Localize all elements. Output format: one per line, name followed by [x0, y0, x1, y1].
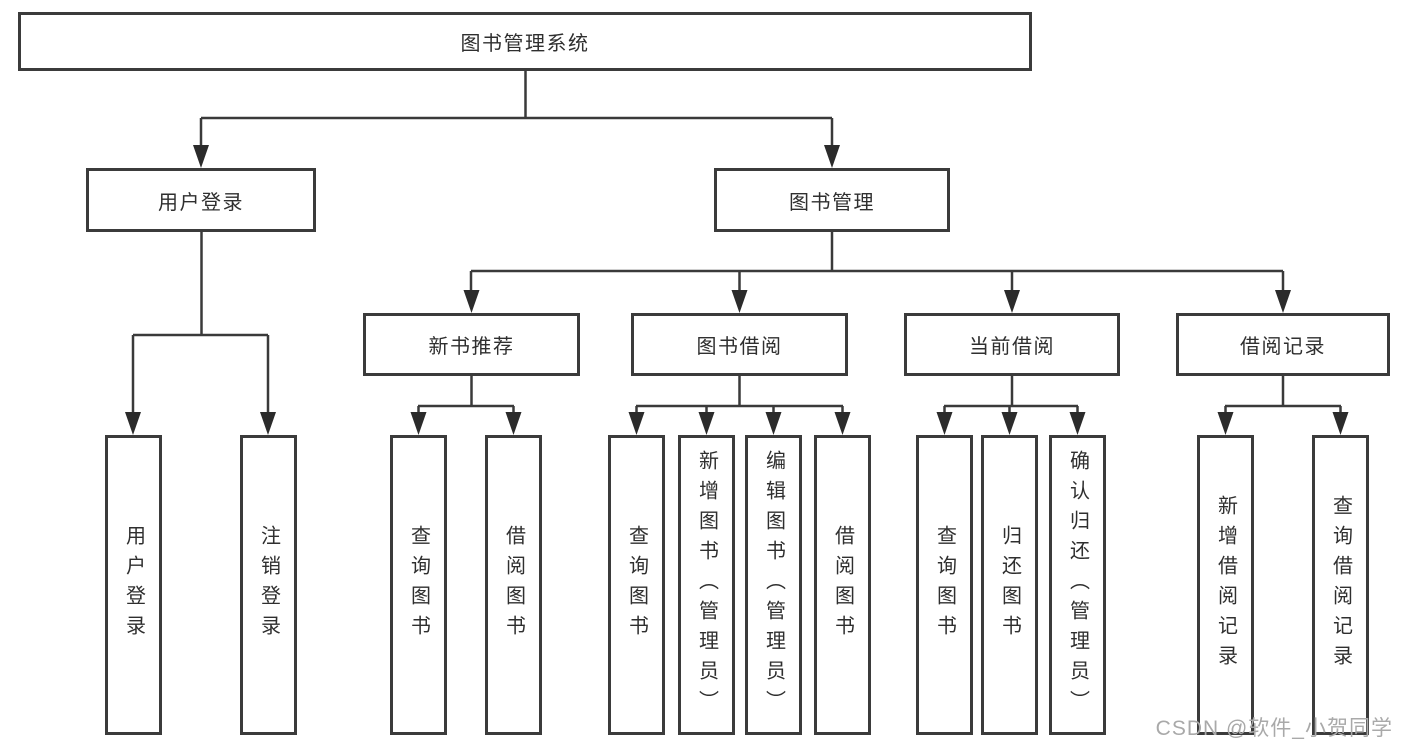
node-root-label: 图书管理系统: [460, 33, 590, 55]
leaf-logout-label: 注销登录: [257, 525, 280, 645]
node-current-borrow: 当前借阅: [904, 313, 1120, 376]
node-book-management: 图书管理: [714, 168, 950, 232]
leaf-add-books-admin: 新增图书（管理员）: [678, 435, 735, 735]
node-book-borrow: 图书借阅: [631, 313, 848, 376]
leaf-borrow-books-1-label: 借阅图书: [502, 525, 525, 645]
leaf-borrow-books-1: 借阅图书: [485, 435, 542, 735]
connector-stroke-lines: [131, 71, 1342, 414]
leaf-edit-books-admin-label: 编辑图书（管理员）: [762, 450, 785, 720]
leaf-logout: 注销登录: [240, 435, 297, 735]
node-current-borrow-label: 当前借阅: [969, 336, 1055, 358]
node-book-borrow-label: 图书借阅: [696, 336, 783, 358]
watermark: CSDN @软件_小贺同学: [1155, 717, 1393, 740]
leaf-query-books-2-label: 查询图书: [625, 525, 648, 645]
node-book-management-label: 图书管理: [789, 191, 875, 214]
leaf-user-login: 用户登录: [105, 435, 162, 735]
leaf-query-borrow-record-label: 查询借阅记录: [1329, 495, 1352, 675]
node-user-login: 用户登录: [86, 168, 316, 232]
leaf-add-books-admin-label: 新增图书（管理员）: [695, 450, 718, 720]
node-borrow-records: 借阅记录: [1176, 313, 1390, 376]
leaf-return-books-label: 归还图书: [998, 525, 1021, 645]
leaf-edit-books-admin: 编辑图书（管理员）: [745, 435, 802, 735]
leaf-query-books-1-label: 查询图书: [407, 525, 430, 645]
leaf-query-books-3-label: 查询图书: [933, 525, 956, 645]
leaf-add-borrow-record-label: 新增借阅记录: [1214, 495, 1237, 675]
leaf-user-login-label: 用户登录: [122, 525, 145, 645]
leaf-confirm-return-admin: 确认归还（管理员）: [1049, 435, 1106, 735]
leaf-query-books-3: 查询图书: [916, 435, 973, 735]
leaf-query-books-2: 查询图书: [608, 435, 665, 735]
node-root: 图书管理系统: [18, 12, 1032, 71]
leaf-borrow-books-2-label: 借阅图书: [831, 525, 854, 645]
leaf-query-books-1: 查询图书: [390, 435, 447, 735]
leaf-return-books: 归还图书: [981, 435, 1038, 735]
arrowheads: [125, 145, 1349, 435]
node-new-book-recommend-label: 新书推荐: [428, 336, 515, 358]
node-new-book-recommend: 新书推荐: [363, 313, 580, 376]
leaf-add-borrow-record: 新增借阅记录: [1197, 435, 1254, 735]
leaf-borrow-books-2: 借阅图书: [814, 435, 871, 735]
leaf-query-borrow-record: 查询借阅记录: [1312, 435, 1369, 735]
leaf-confirm-return-admin-label: 确认归还（管理员）: [1066, 450, 1089, 720]
node-user-login-label: 用户登录: [158, 191, 244, 214]
node-borrow-records-label: 借阅记录: [1240, 336, 1326, 358]
